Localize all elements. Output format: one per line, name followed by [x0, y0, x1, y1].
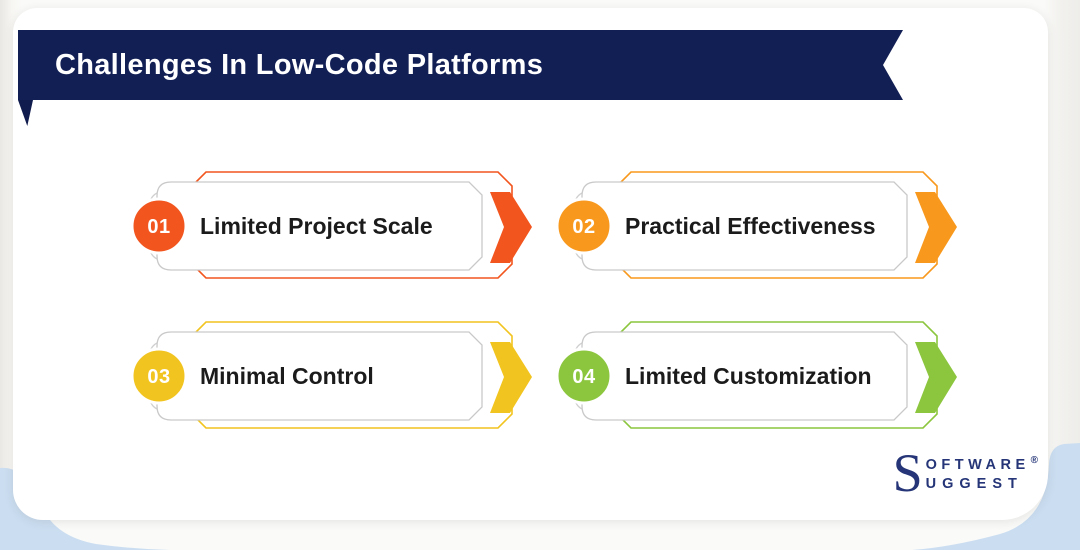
challenge-item-2: 02 Practical Effectiveness: [555, 166, 975, 286]
chevron-arrow-icon: [490, 342, 532, 413]
challenge-item-1: 01 Limited Project Scale: [130, 166, 550, 286]
item-number: 01: [147, 216, 170, 238]
challenge-item-3: 03 Minimal Control: [130, 316, 550, 436]
chevron-arrow-icon: [490, 192, 532, 263]
item-number: 04: [572, 366, 596, 388]
logo-big-s: S: [892, 443, 923, 503]
item-label: Limited Project Scale: [200, 213, 433, 239]
item-number: 02: [572, 216, 595, 238]
number-badge: [130, 197, 188, 255]
logo-word-suggest: UGGEST: [925, 476, 1023, 492]
item-label: Practical Effectiveness: [625, 213, 876, 239]
number-badge: [555, 347, 613, 405]
challenge-item-4: 04 Limited Customization: [555, 316, 975, 436]
title-ribbon: Challenges In Low-Code Platforms: [18, 30, 903, 100]
logo-word-software: OFTWARE: [925, 457, 1030, 473]
item-card: [156, 181, 483, 271]
blob-bottom-right: [912, 443, 1080, 550]
software-suggest-logo: S OFTWARE ® UGGEST: [892, 443, 1038, 503]
blob-bottom-left: [0, 467, 170, 550]
page-title: Challenges In Low-Code Platforms: [55, 48, 544, 81]
chevron-arrow-icon: [915, 192, 957, 263]
number-badge: [555, 197, 613, 255]
item-label: Limited Customization: [625, 363, 872, 389]
item-card: [581, 181, 908, 271]
item-number: 03: [147, 366, 170, 388]
chevron-arrow-icon: [915, 342, 957, 413]
number-badge: [130, 347, 188, 405]
registered-trademark-icon: ®: [1030, 455, 1038, 466]
item-label: Minimal Control: [200, 363, 374, 389]
item-card: [156, 331, 483, 421]
item-card: [581, 331, 908, 421]
